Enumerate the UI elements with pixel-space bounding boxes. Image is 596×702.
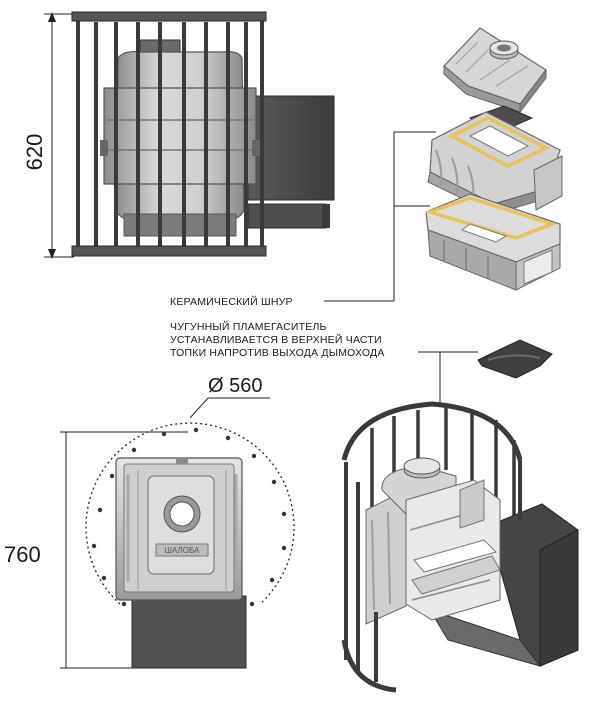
upper-body-casting (427, 111, 563, 215)
flame-arrester-line2: УСТАНАВЛИВАЕТСЯ В ВЕРХНЕЙ ЧАСТИ (170, 333, 382, 346)
fuel-channel-top (131, 595, 247, 669)
flame-arrester-line3: ТОПКИ НАПРОТИВ ВЫХОДА ДЫМОХОДА (170, 347, 385, 359)
door-brand-label: ШАЛОБА (165, 546, 200, 555)
cage-bottom-ring (71, 245, 267, 257)
cage-circle-outline (85, 422, 295, 605)
diameter-label: Ø 560 (208, 375, 262, 397)
stove-body-side (100, 39, 260, 237)
flame-arrester-note: ЧУГУННЫЙ ПЛАМЕГАСИТЕЛЬ УСТАНАВЛИВАЕТСЯ В… (170, 320, 553, 404)
cage-bars-side (76, 12, 264, 256)
ceramic-cord-callout (324, 131, 436, 302)
flame-arrester-plate (477, 339, 553, 379)
flame-arrester-line1: ЧУГУННЫЙ ПЛАМЕГАСИТЕЛЬ (170, 320, 327, 333)
diameter-dimension: Ø 560 (189, 375, 270, 419)
cage-ring-dots (91, 427, 287, 607)
lower-body-casting (424, 193, 561, 291)
stove-top-casting: ШАЛОБА (115, 457, 243, 601)
side-view: 620 (22, 11, 335, 259)
cage-3d-view (341, 401, 579, 693)
cage-front-bars (344, 460, 522, 682)
exploded-view: КЕРАМИЧЕСКИЙ ШНУР (170, 27, 563, 308)
stove-cutaway-3d (365, 457, 501, 625)
ceramic-cord-upper (448, 116, 550, 168)
cage-bottom-ring-3d (341, 639, 397, 693)
cage-top-ring (71, 11, 267, 22)
dimension-760: 760 (4, 431, 188, 669)
height-620-label: 620 (22, 134, 47, 171)
top-lid-casting (443, 27, 547, 114)
fuel-channel (247, 203, 327, 229)
top-view: 760 Ø 560 ШАЛОБА (4, 375, 295, 669)
cage-top-ring-3d (341, 401, 523, 461)
fuel-channel-3d (428, 503, 579, 667)
height-760-label: 760 (4, 542, 41, 567)
dimension-620: 620 (22, 12, 74, 259)
ceramic-cord-label: КЕРАМИЧЕСКИЙ ШНУР (170, 295, 293, 308)
